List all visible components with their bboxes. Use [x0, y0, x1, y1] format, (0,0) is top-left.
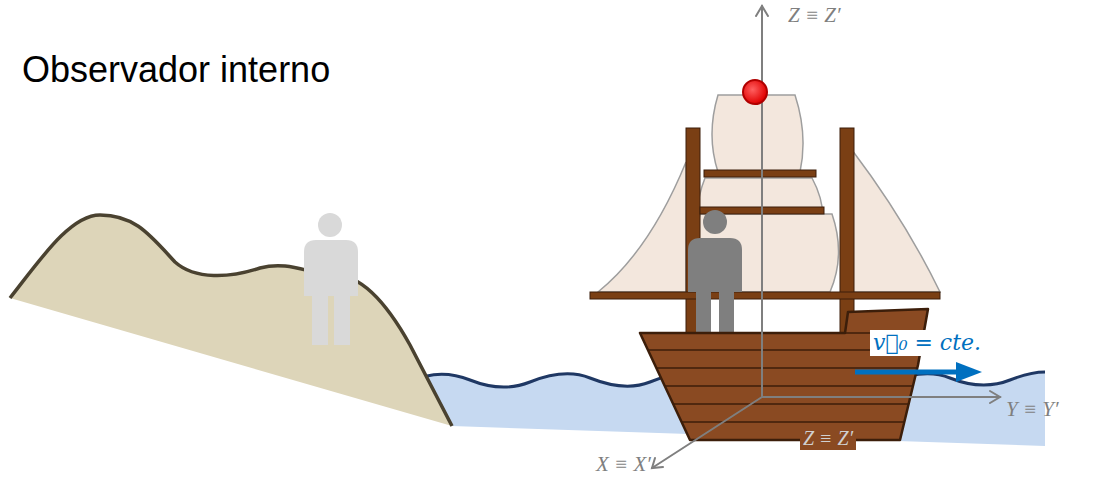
arrow-head [652, 458, 663, 468]
leg [334, 288, 350, 345]
velocity-label: v⃗₀ = cte. [870, 330, 984, 356]
internal-observer [688, 210, 742, 340]
arrow-head [990, 391, 1000, 403]
hill-outline [10, 215, 452, 426]
plank-line [600, 385, 950, 387]
y-axis [762, 396, 1000, 398]
axis-label: X ≡ X′ [596, 452, 651, 477]
hill [10, 215, 452, 426]
head [703, 210, 727, 234]
velocity-arrow [855, 370, 958, 375]
axis-label: Z ≡ Z′ [788, 3, 841, 28]
axis-label: Z ≡ Z′ [800, 426, 856, 450]
yard [704, 170, 816, 177]
rigging [590, 128, 940, 338]
title: Observador interno [22, 48, 330, 91]
plank-line [600, 403, 950, 405]
z-axis [761, 6, 763, 397]
leg [312, 288, 328, 345]
mast [840, 128, 854, 338]
plank-line [600, 421, 950, 423]
axis-label: Y ≡ Y′ [1006, 397, 1059, 422]
sail [852, 150, 940, 292]
torso [688, 238, 742, 292]
external-observer [304, 213, 358, 345]
arrow-head [956, 362, 982, 382]
red-light [743, 80, 767, 104]
sail [598, 162, 686, 292]
axes [652, 6, 1000, 468]
plank-line [600, 367, 950, 369]
x-axis [652, 397, 762, 468]
arrow-head [756, 6, 768, 16]
torso [304, 240, 358, 296]
boom [590, 292, 940, 299]
sails [598, 95, 940, 292]
head [318, 213, 342, 237]
sail [712, 95, 803, 172]
